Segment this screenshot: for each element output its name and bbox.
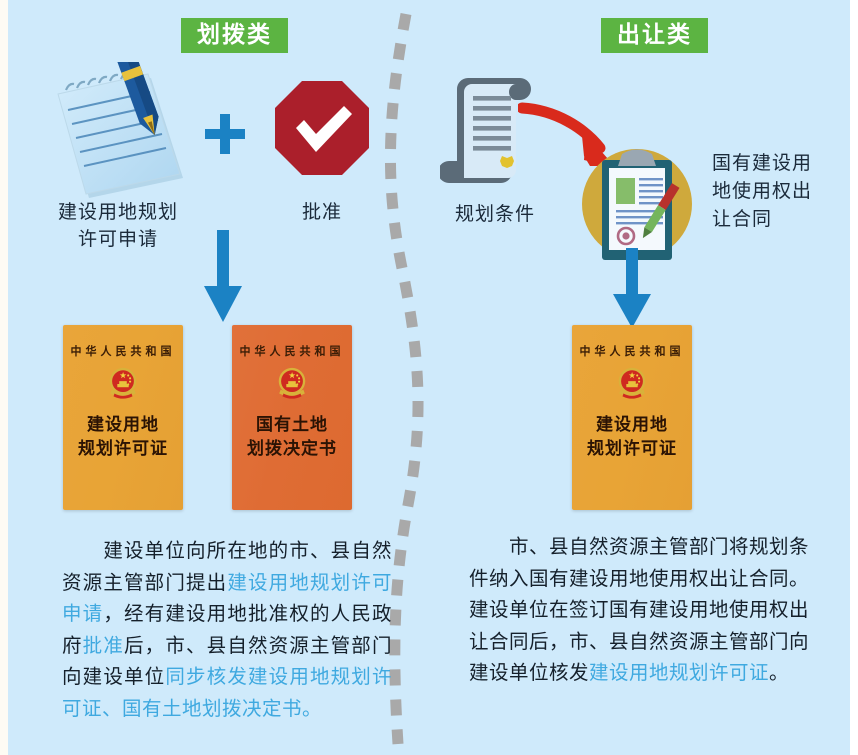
- certificate-country: 中华人民共和国: [70, 345, 176, 359]
- blue-down-arrow-icon-right: [613, 248, 651, 328]
- paragraph-run: 市、县自然资源主管部门将规划条件纳入国有建设用地使用权出让合同。建设单位在签订国…: [469, 536, 810, 685]
- paragraph-run: 。: [769, 662, 790, 685]
- notepad-with-pen-icon: [57, 62, 183, 198]
- caption-step2-right: 国有建设用 地使用权出 让合同: [712, 153, 813, 231]
- certificate-country: 中华人民共和国: [579, 345, 685, 359]
- paragraph-run: 建设用地规划许可申请: [62, 571, 392, 626]
- national-emblem-icon: [109, 368, 137, 399]
- paragraph-run: 建设单位向所在地的市、县自然资源主管部门提出: [62, 540, 392, 594]
- certificate-country: 中华人民共和国: [239, 345, 345, 359]
- paragraph-run: ，经有建设用地批准权的人民政府: [62, 603, 392, 657]
- certificate-title: 建设用地 规划许可证: [587, 414, 677, 459]
- caption-step1-left: 建设用地规划 许可申请: [57, 202, 178, 250]
- certificate-card: 中华人民共和国 建设用地 规划许可证: [63, 325, 183, 510]
- wavy-dashed-divider-icon: [384, 12, 424, 745]
- caption-step2-left: 批准: [301, 202, 342, 223]
- paragraph-run: 同步核发建设用地规划许可证、国有土地划拨决定书。: [62, 666, 392, 720]
- certificate-card: 中华人民共和国 建设用地 规划许可证: [572, 325, 692, 510]
- certificate-card: 中华人民共和国 国有土地 划拨决定书: [232, 325, 352, 510]
- certificate-title: 建设用地 规划许可证: [78, 414, 168, 459]
- paragraph-right: 市、县自然资源主管部门将规划条件纳入国有建设用地使用权出让合同。建设单位在签订国…: [469, 532, 809, 690]
- national-emblem-icon: [618, 368, 646, 399]
- certificate-title: 国有土地 划拨决定书: [247, 414, 337, 459]
- clipboard-contract-icon: [582, 149, 692, 260]
- national-emblem-icon: [278, 368, 306, 399]
- paragraph-run: 后，市、县自然资源主管部门向建设单位: [62, 634, 392, 689]
- left-edge-strip: [0, 0, 8, 755]
- scroll-document-icon: [440, 78, 531, 183]
- paragraph-run: 批准: [82, 634, 124, 657]
- plus-icon: [205, 114, 245, 154]
- paragraph-run: 建设用地规划许可证: [589, 662, 770, 685]
- panel-title-left: 划拨类: [181, 18, 288, 53]
- red-octagon-check-icon: [275, 81, 369, 175]
- blue-down-arrow-icon-left: [204, 230, 242, 322]
- panel-title-right: 出让类: [601, 18, 708, 53]
- right-edge-strip: [850, 0, 858, 755]
- paragraph-left: 建设单位向所在地的市、县自然资源主管部门提出建设用地规划许可申请，经有建设用地批…: [62, 536, 392, 725]
- caption-step1-right: 规划条件: [454, 204, 535, 225]
